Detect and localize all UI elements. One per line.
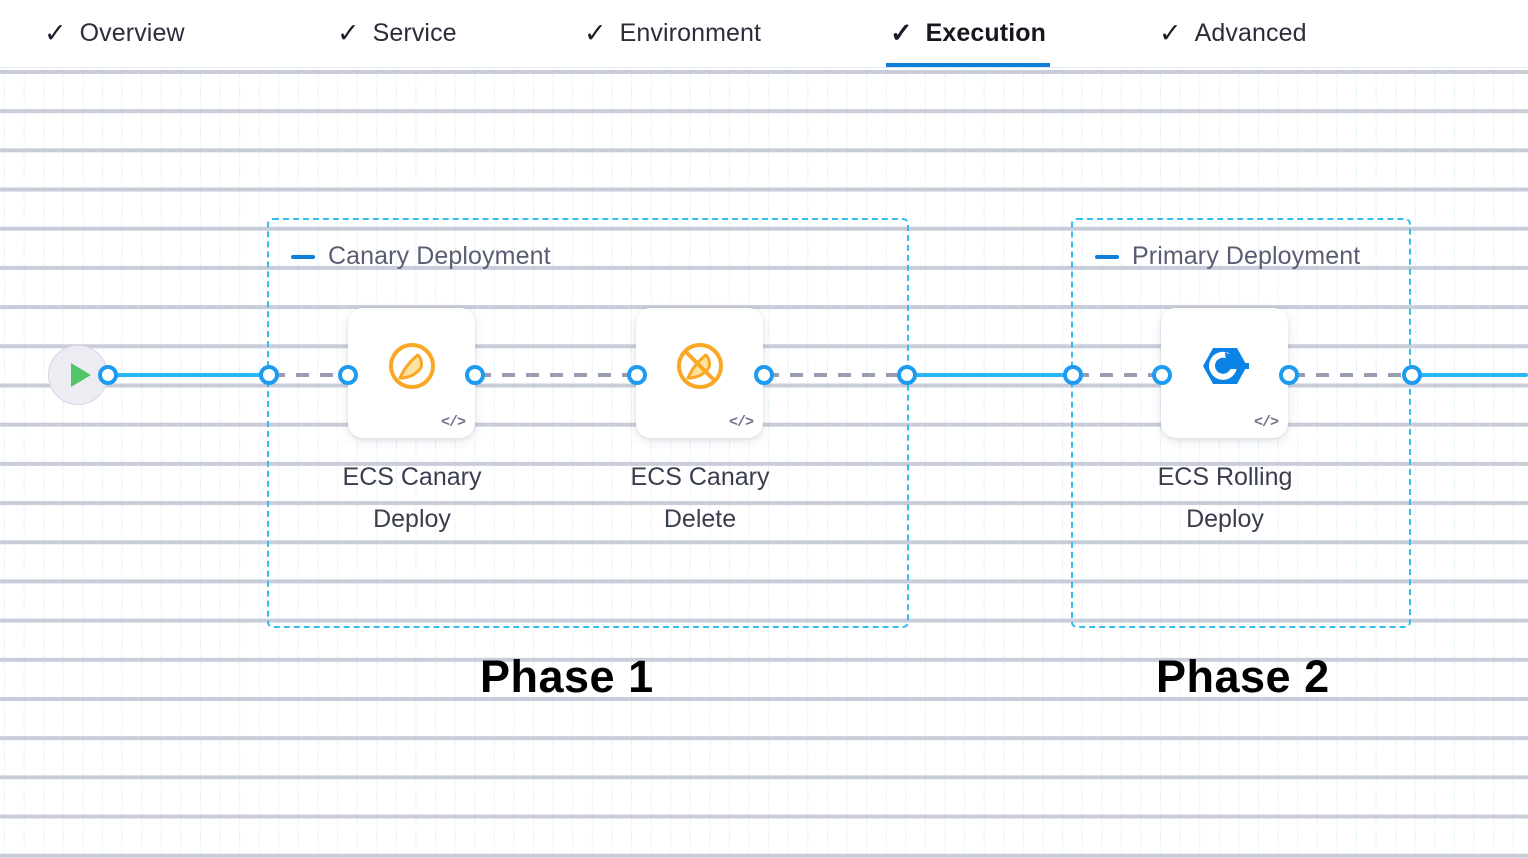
check-icon: ✓ xyxy=(337,18,360,48)
tab-label: Overview xyxy=(79,19,185,47)
group-title: Canary Deployment xyxy=(328,242,551,270)
edge-start-to-canary-group xyxy=(110,373,270,377)
code-glyph-icon: </> xyxy=(728,414,754,431)
annotation-phase-2: Phase 2 xyxy=(1156,651,1330,702)
check-icon: ✓ xyxy=(44,18,67,48)
port-canary-group-in[interactable] xyxy=(259,365,279,385)
pipeline-canvas[interactable]: Canary Deployment Primary Deployment xyxy=(0,68,1528,858)
edge-canary-delete-to-group-exit xyxy=(766,373,909,377)
canary-delete-icon xyxy=(636,338,763,394)
tab-environment[interactable]: ✓ Environment xyxy=(580,0,765,67)
canary-deploy-icon xyxy=(348,338,475,394)
check-icon: ✓ xyxy=(584,18,607,48)
tab-label: Execution xyxy=(925,19,1046,47)
node-label-ecs-canary-deploy: ECS Canary Deploy xyxy=(342,463,482,533)
group-canary-deployment[interactable]: Canary Deployment xyxy=(267,218,909,628)
code-glyph-icon: </> xyxy=(1253,414,1279,431)
play-icon xyxy=(71,363,91,387)
rolling-deploy-icon xyxy=(1161,338,1288,394)
tab-label: Advanced xyxy=(1194,19,1307,47)
group-title: Primary Deployment xyxy=(1132,242,1361,270)
tab-overview[interactable]: ✓ Overview xyxy=(40,0,189,67)
port-rolling-deploy-in[interactable] xyxy=(1152,365,1172,385)
edge-canary-deploy-to-canary-delete xyxy=(478,373,640,377)
minus-icon[interactable] xyxy=(291,254,315,259)
tab-label: Service xyxy=(372,19,457,47)
group-primary-deployment[interactable]: Primary Deployment xyxy=(1071,218,1411,628)
edge-group-entry-to-canary-deploy xyxy=(272,373,350,377)
edge-canary-group-to-primary-group xyxy=(908,373,1074,377)
port-start-out[interactable] xyxy=(98,365,118,385)
code-glyph-icon: </> xyxy=(440,414,466,431)
edge-primary-group-to-next xyxy=(1414,373,1528,377)
node-ecs-canary-deploy[interactable]: </> xyxy=(348,308,475,438)
group-header: Primary Deployment xyxy=(1095,242,1360,271)
edge-rolling-deploy-to-group-exit xyxy=(1292,373,1414,377)
port-canary-delete-out[interactable] xyxy=(754,365,774,385)
check-icon: ✓ xyxy=(890,18,913,48)
tab-active-underline xyxy=(886,63,1050,67)
node-label-ecs-rolling-deploy: ECS Rolling Deploy xyxy=(1157,463,1293,533)
tab-advanced[interactable]: ✓ Advanced xyxy=(1155,0,1311,67)
group-header: Canary Deployment xyxy=(291,242,551,271)
check-icon: ✓ xyxy=(1159,18,1182,48)
node-label-ecs-canary-delete: ECS Canary Delete xyxy=(630,463,770,533)
port-canary-deploy-in[interactable] xyxy=(338,365,358,385)
node-ecs-rolling-deploy[interactable]: </> xyxy=(1161,308,1288,438)
wizard-tab-bar: ✓ Overview ✓ Service ✓ Environment ✓ Exe… xyxy=(0,0,1528,68)
annotation-phase-1: Phase 1 xyxy=(480,651,654,702)
port-canary-deploy-out[interactable] xyxy=(465,365,485,385)
tab-execution[interactable]: ✓ Execution xyxy=(886,0,1050,67)
tab-label: Environment xyxy=(619,19,762,47)
tab-service[interactable]: ✓ Service xyxy=(333,0,461,67)
port-canary-delete-in[interactable] xyxy=(627,365,647,385)
edge-group-entry-to-rolling-deploy xyxy=(1076,373,1164,377)
node-ecs-canary-delete[interactable]: </> xyxy=(636,308,763,438)
port-rolling-deploy-out[interactable] xyxy=(1279,365,1299,385)
port-primary-group-out[interactable] xyxy=(1402,365,1422,385)
port-canary-group-out[interactable] xyxy=(897,365,917,385)
minus-icon[interactable] xyxy=(1095,254,1119,259)
port-primary-group-in[interactable] xyxy=(1063,365,1083,385)
